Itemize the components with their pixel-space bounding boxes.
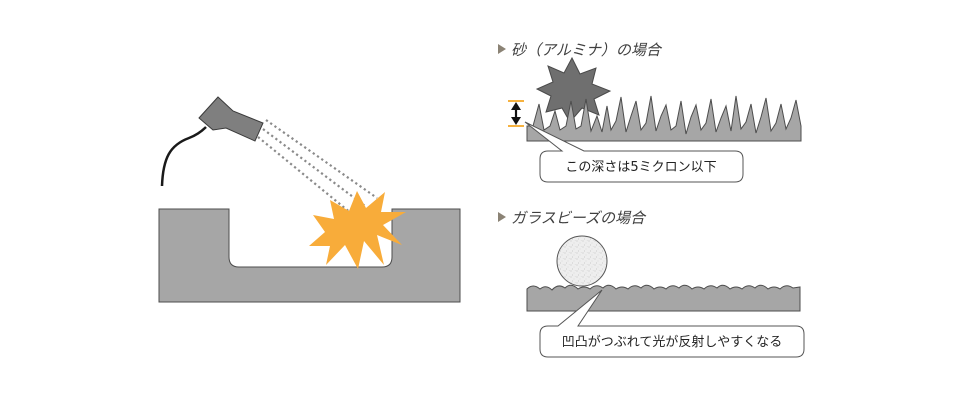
alumina-section: 砂（アルミナ）の場合 この深さは5ミクロン以下 — [498, 41, 802, 183]
glass-bead — [556, 235, 608, 287]
glass-bead-smooth-surface — [526, 284, 801, 312]
depth-marker — [508, 100, 524, 127]
workpiece-block — [158, 208, 461, 303]
alumina-heading: 砂（アルミナ）の場合 — [511, 41, 663, 59]
glass-bead-section: ガラスビーズの場合 凹凸がつぶれて光が反射しやすくなる — [498, 209, 805, 358]
impact-burst — [309, 191, 406, 269]
blast-hose — [160, 126, 207, 187]
alumina-callout-bubble — [524, 121, 744, 183]
glass-bead-callout-bubble — [539, 289, 805, 358]
heading-marker-icon — [498, 44, 506, 54]
alumina-callout-text: この深さは5ミクロン以下 — [565, 160, 716, 175]
abrasive-spray — [257, 119, 378, 215]
alumina-rough-surface — [526, 95, 802, 142]
blast-nozzle — [198, 96, 264, 142]
glass-bead-callout-text: 凹凸がつぶれて光が反射しやすくなる — [562, 334, 782, 350]
glass-bead-heading: ガラスビーズの場合 — [511, 209, 647, 227]
blasting-illustration — [158, 96, 461, 303]
heading-marker-icon — [498, 212, 506, 222]
